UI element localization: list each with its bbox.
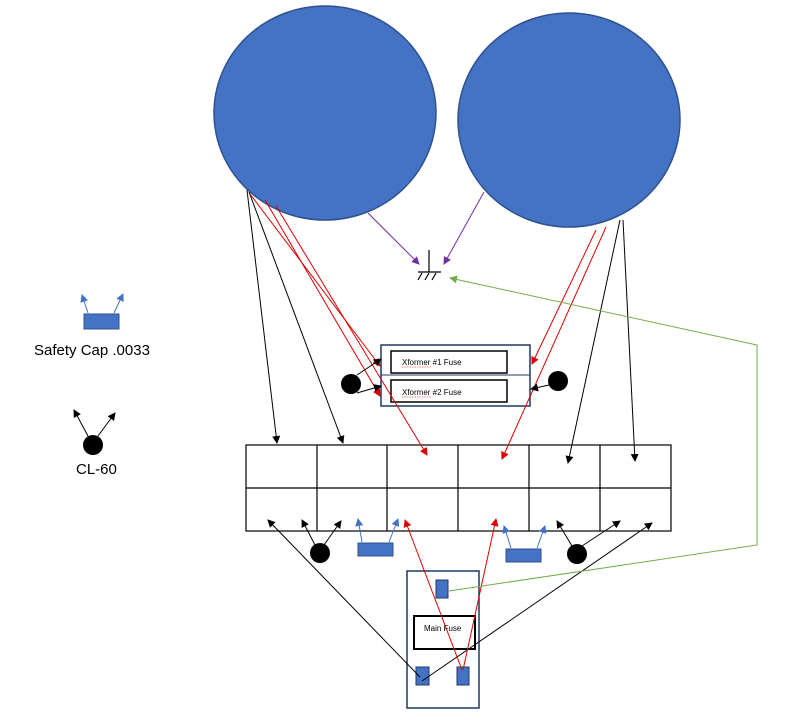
t1-black-wire-2 [248, 191, 345, 444]
cl60-thermistor-icon [341, 374, 361, 394]
t2-red-wire-1 [531, 229, 597, 365]
ground-arrow-1 [367, 212, 420, 265]
capacitor-arrow [502, 525, 512, 549]
main-black-wire-2 [421, 522, 653, 682]
legend-safety-cap-label: Safety Cap .0033 [34, 342, 150, 359]
legend-cl60-label: CL-60 [76, 461, 117, 478]
cl60-thermistor-icon [548, 371, 568, 391]
legend-capacitor-arrow [113, 293, 124, 314]
xformer-1-fuse-label: Xformer #1 Fuse [402, 358, 462, 367]
terminal-block [245, 444, 672, 532]
ground-symbol-icon [417, 250, 441, 281]
t2-red-wire-2 [501, 226, 607, 460]
ground-arrow-2 [443, 191, 485, 265]
main-red-wire-2 [462, 518, 499, 671]
legend-safety-cap: Safety Cap .0033 [34, 293, 150, 359]
main-black-wire-1 [267, 519, 421, 678]
capacitor-arrow [536, 525, 547, 549]
thermistor-arrow [581, 520, 621, 547]
main-panel-terminal-right [456, 666, 470, 686]
thermistor-arrow [323, 520, 342, 546]
thermistor-arrow [356, 358, 382, 376]
cl60-thermistor-icon [83, 435, 103, 455]
legend-thermistor-arrow [97, 412, 116, 437]
t1-red-wire-2 [264, 199, 381, 397]
t1-red-wire-1 [249, 193, 381, 367]
safety-capacitor-icon [83, 313, 120, 330]
xformer-2-fuse-label: Xformer #2 Fuse [402, 388, 462, 397]
safety-capacitor-icon [357, 542, 394, 557]
main-panel-terminal-left [415, 666, 430, 686]
xformer-1-fuse [390, 350, 508, 374]
thermistor-arrow [356, 384, 382, 394]
legend-capacitor-arrow [80, 294, 89, 314]
main-panel-terminal-top [435, 579, 449, 599]
legend-cl60: CL-60 [73, 409, 117, 478]
safety-capacitor-icon [505, 548, 542, 563]
t2-black-wire-2 [622, 219, 639, 462]
t1-black-wire-1 [246, 189, 281, 444]
thermistor-arrow [556, 520, 573, 547]
thermistor-arrow [301, 519, 316, 546]
main-fuse-label: Main Fuse [424, 624, 462, 633]
transformer-1-circle [213, 5, 437, 221]
transformer-2-circle [457, 12, 681, 228]
thermistor-arrow [530, 383, 550, 392]
t1-red-wire-3 [275, 205, 428, 456]
xformer-2-fuse [390, 379, 508, 403]
main-red-wire-1 [403, 519, 463, 671]
legend-thermistor-arrow [73, 409, 89, 437]
ground-return-wire [448, 275, 758, 592]
main-fuse [413, 615, 476, 650]
capacitor-arrow [355, 518, 364, 543]
cl60-thermistor-icon [310, 543, 330, 563]
t2-black-wire-1 [565, 219, 621, 464]
capacitor-arrow [388, 518, 400, 543]
cl60-thermistor-icon [567, 544, 587, 564]
